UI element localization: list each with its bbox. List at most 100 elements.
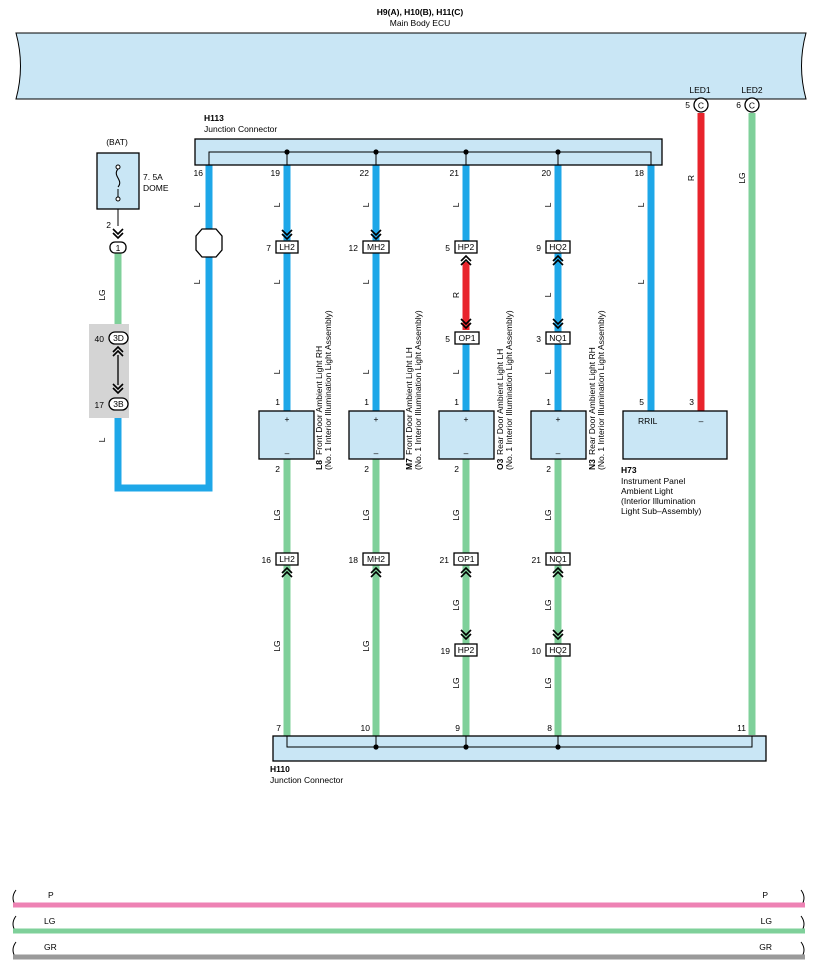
wire-label-lg-c3a: LG bbox=[451, 509, 461, 520]
conn-3b-num: 17 bbox=[95, 400, 105, 410]
wire-label-l-p16a: L bbox=[192, 202, 202, 207]
conn-3b-label: 3B bbox=[113, 399, 124, 409]
m7-plus: + bbox=[374, 414, 379, 424]
l8-box bbox=[258, 410, 315, 460]
conn-op1-bot-num: 21 bbox=[440, 555, 450, 565]
conn-lh2-bot-id: LH2 bbox=[279, 554, 295, 564]
conn-lh2-bot-num: 16 bbox=[262, 555, 272, 565]
wire-label-l-c3c: L bbox=[451, 369, 461, 374]
m7-pin-bot: 2 bbox=[364, 464, 369, 474]
m7-pin-top: 1 bbox=[364, 397, 369, 407]
h110-id: H110 bbox=[270, 764, 290, 774]
conn-nq1-top-num: 3 bbox=[536, 334, 541, 344]
wire-label-l-c5b: L bbox=[636, 279, 646, 284]
wire-label-lg-c1b: LG bbox=[272, 640, 282, 651]
conn-3b bbox=[108, 397, 129, 411]
conn-mh2-bot-num: 18 bbox=[349, 555, 359, 565]
splice-octagon-icon bbox=[195, 228, 223, 258]
wire-label-l-c1a: L bbox=[272, 202, 282, 207]
n3-minus: – bbox=[556, 448, 561, 458]
wire-label-l-3b: L bbox=[97, 437, 107, 442]
led1-pin: 5 bbox=[685, 100, 690, 110]
h110-bus bbox=[286, 736, 753, 748]
conn-hq2-top bbox=[545, 240, 571, 254]
conn-3d-label: 3D bbox=[113, 333, 124, 343]
m7-minus: – bbox=[374, 448, 379, 458]
h73-id: H73 bbox=[621, 465, 637, 475]
n3-name: Rear Door Ambient Light RH bbox=[587, 347, 597, 455]
h73-minus: – bbox=[699, 416, 704, 426]
h113-pin-19: 19 bbox=[271, 168, 281, 178]
led2-terminal bbox=[744, 97, 760, 113]
l8-plus: + bbox=[285, 414, 290, 424]
m7-sub: (No. 1 Interior Illumination Light Assem… bbox=[413, 310, 423, 470]
n3-sub: (No. 1 Interior Illumination Light Assem… bbox=[596, 310, 606, 470]
h73-name-line-2: Ambient Light bbox=[621, 486, 674, 496]
conn-op1-top-num: 5 bbox=[445, 334, 450, 344]
wire-label-l-c1b: L bbox=[272, 279, 282, 284]
n3-plus: + bbox=[556, 414, 561, 424]
o3-box bbox=[438, 410, 495, 460]
wire-label-lg-led2: LG bbox=[737, 172, 747, 183]
conn-op1-bot bbox=[453, 552, 479, 566]
h113-pin-18: 18 bbox=[635, 168, 645, 178]
wire-label-lg-c2b: LG bbox=[361, 640, 371, 651]
l8-minus: – bbox=[285, 448, 290, 458]
m7-id: M7 bbox=[404, 458, 414, 470]
wire-label-l-c1c: L bbox=[272, 369, 282, 374]
wire-label-r-col3: R bbox=[451, 292, 461, 298]
legend-gr-right: GR bbox=[759, 942, 772, 952]
h73-name-line-3: (Interior Illumination bbox=[621, 496, 696, 506]
conn-hq2-top-num: 9 bbox=[536, 243, 541, 253]
conn-hq2-top-id: HQ2 bbox=[549, 242, 567, 252]
conn-hp2-bot bbox=[454, 643, 478, 657]
conn-mh2-bot-id: MH2 bbox=[367, 554, 385, 564]
conn-3d bbox=[108, 331, 129, 345]
wire-label-lg-c1a: LG bbox=[272, 509, 282, 520]
legend: P P LG LG GR GR bbox=[12, 889, 805, 960]
conn-mh2-top-num: 12 bbox=[349, 243, 359, 253]
conn-nq1-top-id: NQ1 bbox=[549, 333, 567, 343]
o3-pin-top: 1 bbox=[454, 397, 459, 407]
led2-terminal-conn: C bbox=[749, 101, 755, 111]
h73-pin-right: 3 bbox=[689, 397, 694, 407]
o3-pin-bot: 2 bbox=[454, 464, 459, 474]
l8-name: Front Door Ambient Light RH bbox=[314, 346, 324, 455]
wire-label-l-c4b: L bbox=[543, 292, 553, 297]
m7-name: Front Door Ambient Light LH bbox=[404, 347, 414, 455]
h113-name: Junction Connector bbox=[204, 124, 277, 134]
wire-label-l-c2a: L bbox=[361, 202, 371, 207]
h113-pin-20: 20 bbox=[542, 168, 552, 178]
wire-label-l-c4a: L bbox=[543, 202, 553, 207]
h113-pin-16: 16 bbox=[194, 168, 204, 178]
conn-hq2-bot-num: 10 bbox=[532, 646, 542, 656]
conn-op1-top-id: OP1 bbox=[458, 333, 475, 343]
m7-box bbox=[348, 410, 405, 460]
o3-name: Rear Door Ambient Light LH bbox=[495, 349, 505, 455]
wire-label-lg-c2a: LG bbox=[361, 509, 371, 520]
conn-op1-bot-id: OP1 bbox=[457, 554, 474, 564]
legend-p-left: P bbox=[48, 890, 54, 900]
h110-pin-7: 7 bbox=[276, 723, 281, 733]
wire-label-l-c3a: L bbox=[451, 202, 461, 207]
h113-id: H113 bbox=[204, 113, 224, 123]
o3-plus: + bbox=[464, 414, 469, 424]
o3-minus: – bbox=[464, 448, 469, 458]
conn-lh2-top bbox=[275, 240, 299, 254]
fuse-conn-1-label: 1 bbox=[116, 243, 121, 253]
h113-pin-22: 22 bbox=[360, 168, 370, 178]
conn-hq2-bot-id: HQ2 bbox=[549, 645, 567, 655]
conn-lh2-bot bbox=[275, 552, 299, 566]
n3-pin-top: 1 bbox=[546, 397, 551, 407]
wire-label-lg-c4a: LG bbox=[543, 509, 553, 520]
h73-name-line-1: Instrument Panel bbox=[621, 476, 685, 486]
fuse-name: DOME bbox=[143, 183, 169, 193]
conn-hp2-top-num: 5 bbox=[445, 243, 450, 253]
l8-sub: (No. 1 Interior Illumination Light Assem… bbox=[323, 310, 333, 470]
conn-3d-num: 40 bbox=[95, 334, 105, 344]
legend-lg-left: LG bbox=[44, 916, 55, 926]
fuse-out-pin: 2 bbox=[106, 220, 111, 230]
conn-mh2-top-id: MH2 bbox=[367, 242, 385, 252]
wire-3b-to-h113 bbox=[114, 165, 213, 492]
